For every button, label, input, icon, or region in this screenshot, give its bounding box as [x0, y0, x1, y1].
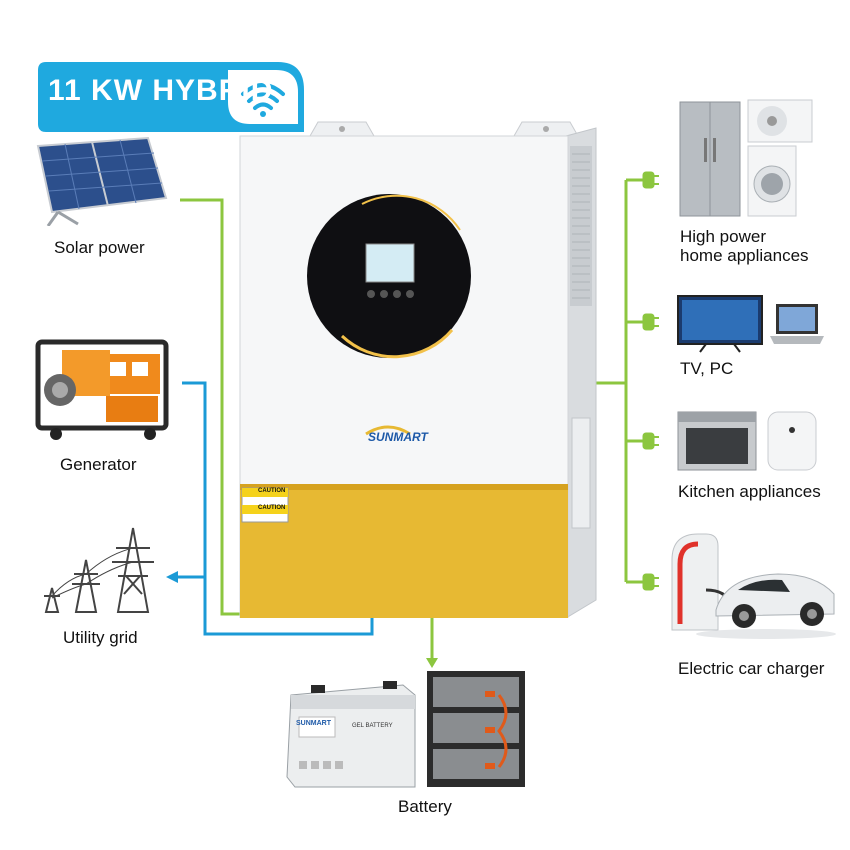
plug-icon: [626, 171, 659, 189]
load-label-tv-pc: TV, PC: [680, 359, 734, 378]
grid-arrow-icon: [166, 571, 178, 583]
wifi-icon: [241, 83, 285, 117]
hybrid-inverter: [239, 121, 597, 618]
ev-charger-icon: [671, 533, 836, 639]
load-label-appliances-line1: High power: [680, 227, 766, 246]
power-tower-icon: [44, 527, 154, 613]
badge-banner: [38, 62, 304, 132]
source-label-grid: Utility grid: [63, 628, 138, 647]
storage-label-battery: Battery: [398, 797, 452, 816]
oven-humidifier-icon: [677, 411, 817, 471]
plug-icon: [626, 313, 659, 331]
source-label-generator: Generator: [60, 455, 137, 474]
load-label-kitchen: Kitchen appliances: [678, 482, 821, 501]
lcd-screen: [365, 243, 415, 283]
battery-icon: [286, 671, 525, 788]
badge-title: 11 KW HYBRID: [48, 74, 274, 107]
battery-arrow-down-icon: [426, 658, 438, 668]
plug-icon: [626, 573, 659, 591]
plug-icon: [626, 432, 659, 450]
source-label-solar: Solar power: [54, 238, 145, 257]
generator-connection-line: [182, 381, 374, 636]
caution-label: CAUTION: [258, 505, 286, 511]
load-label-ev: Electric car charger: [678, 659, 825, 678]
battery-brand-tag: SUNMART: [296, 720, 331, 727]
caution-label: CAUTION: [258, 488, 286, 494]
generator-icon: [35, 339, 169, 440]
battery-model-tag: GEL BATTERY: [352, 723, 393, 729]
tv-laptop-icon: [677, 295, 824, 353]
solar-panel-icon: [36, 136, 168, 226]
fridge-washer-icon: [679, 99, 813, 217]
load-label-appliances-line2: home appliances: [680, 246, 809, 265]
inverter-brand: SUNMART: [368, 430, 428, 444]
